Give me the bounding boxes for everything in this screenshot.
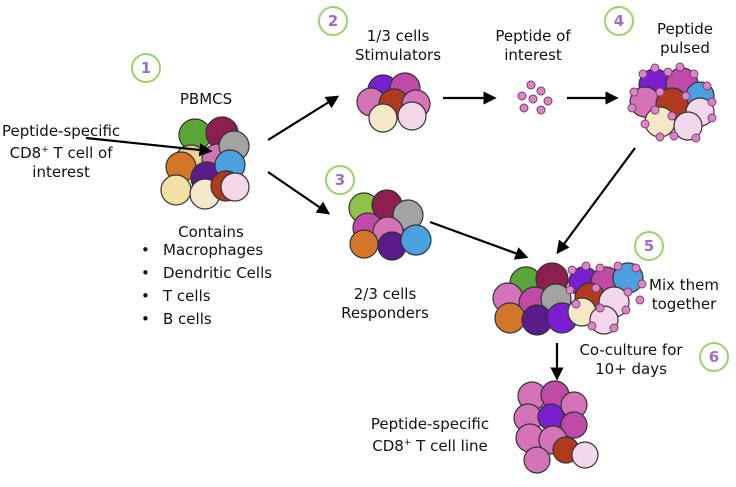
tcell-label-line3: interest <box>32 163 90 181</box>
mix-line1: Mix them <box>649 276 719 294</box>
tcell-of-interest-label: Peptide-specific CD8+ T cell of interest <box>2 122 120 182</box>
step-3-badge: 3 <box>325 165 355 195</box>
list-item: Dendritic Cells <box>141 262 272 285</box>
coculture-line1: Co-culture for <box>579 341 683 359</box>
peptide-line1: Peptide of <box>495 27 571 45</box>
stimulators-cell-cluster <box>356 72 431 133</box>
pbmcs-label: PBMCS <box>179 90 233 108</box>
list-item: Macrophages <box>141 239 272 262</box>
peptide-pulsed-label: Peptide pulsed <box>640 20 730 58</box>
tcell-label-line2: CD8+ T cell of <box>9 144 113 162</box>
step-6-badge: 6 <box>699 342 729 372</box>
step-4-badge: 4 <box>604 6 634 36</box>
mix-line2: together <box>651 295 717 313</box>
arrow-pulsed-to-mix <box>556 147 636 255</box>
final-cell-line-label: Peptide-specific CD8+ T cell line <box>360 415 500 456</box>
responders-cell-cluster <box>348 189 432 261</box>
responders-label: 2/3 cells Responders <box>325 285 445 323</box>
peptide-line2: interest <box>504 46 562 64</box>
step-1-badge: 1 <box>131 53 161 83</box>
mixed-cell-cluster <box>492 261 647 336</box>
arrow-tcell-pointer <box>85 136 213 157</box>
final-cell-line-cluster <box>513 380 599 474</box>
coculture-line2: 10+ days <box>595 360 667 378</box>
arrow-responders-to-mix <box>429 220 529 260</box>
arrow-to-stimulators <box>267 95 340 141</box>
peptide-pulsed-cell-cluster <box>627 62 717 143</box>
peptide-of-interest-dots <box>517 80 553 115</box>
pbmcs-cell-cluster <box>160 116 250 210</box>
pulsed-line2: pulsed <box>660 39 710 57</box>
final-line1: Peptide-specific <box>370 415 490 433</box>
list-item: T cells <box>141 285 272 308</box>
flow-arrows <box>85 91 636 381</box>
mix-together-label: Mix them together <box>638 276 730 314</box>
coculture-label: Co-culture for 10+ days <box>566 341 696 379</box>
pulsed-line1: Peptide <box>656 20 714 38</box>
stimulators-line2: Stimulators <box>354 46 442 64</box>
step-2-badge: 2 <box>318 6 348 36</box>
stimulators-label: 1/3 cells Stimulators <box>338 27 458 65</box>
responders-line1: 2/3 cells <box>353 285 417 303</box>
contains-heading: Contains <box>178 223 244 241</box>
final-line2: CD8+ T cell line <box>372 437 488 455</box>
step-5-badge: 5 <box>634 231 664 261</box>
arrow-to-responders <box>267 171 331 215</box>
contains-list: Macrophages Dendritic Cells T cells B ce… <box>141 239 272 331</box>
tcell-label-line1: Peptide-specific <box>2 122 121 140</box>
stimulators-line1: 1/3 cells <box>366 27 430 45</box>
list-item: B cells <box>141 308 272 331</box>
peptide-of-interest-label: Peptide of interest <box>478 27 588 65</box>
responders-line2: Responders <box>341 304 429 322</box>
